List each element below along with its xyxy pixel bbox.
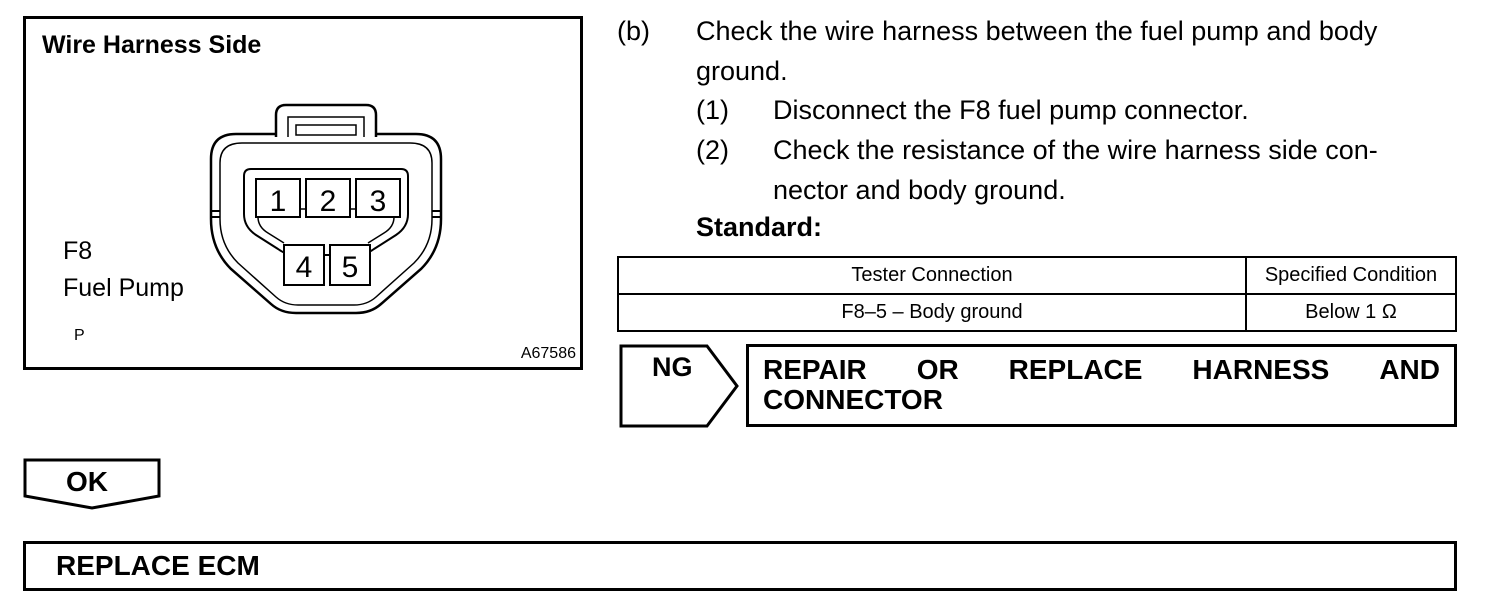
- pin-4: 4: [296, 251, 313, 284]
- ng-result-line2: CONNECTOR: [763, 384, 943, 415]
- final-action-box: REPLACE ECM: [23, 541, 1457, 591]
- ng-word: HARNESS: [1192, 354, 1330, 385]
- view-letter: P: [74, 327, 85, 344]
- ng-word: AND: [1379, 354, 1440, 385]
- spec-header-row: Tester Connection Specified Condition: [617, 256, 1457, 295]
- connector-name: F8 Fuel Pump: [63, 233, 184, 307]
- standard-label: Standard:: [696, 212, 823, 242]
- pin-2: 2: [320, 185, 337, 218]
- step-b-line1: Check the wire harness between the fuel …: [696, 16, 1378, 46]
- ng-word: REPAIR: [763, 354, 867, 385]
- ok-arrow-shape: [23, 458, 161, 510]
- pin-3: 3: [370, 185, 387, 218]
- header-tester-connection: Tester Connection: [617, 256, 1247, 295]
- ng-result-line1: REPAIR OR REPLACE HARNESS AND: [763, 355, 1440, 385]
- connector-diagram: Wire Harness Side 1 2 3 4 5 F8: [23, 16, 583, 370]
- final-action-text: REPLACE ECM: [56, 550, 260, 581]
- step-b-marker: (b): [617, 16, 650, 46]
- ng-word: REPLACE: [1008, 354, 1143, 385]
- connector-illustration: 1 2 3 4 5: [209, 103, 443, 315]
- step-2-line2: nector and body ground.: [773, 175, 1066, 205]
- ng-word: OR: [916, 354, 959, 385]
- spec-table: Tester Connection Specified Condition F8…: [617, 256, 1457, 332]
- pin-5: 5: [342, 251, 359, 284]
- cell-specified-condition: Below 1 Ω: [1245, 293, 1457, 332]
- step-2-marker: (2): [696, 135, 729, 165]
- step-1-marker: (1): [696, 95, 729, 125]
- figure-id: A67586: [520, 345, 576, 362]
- ok-label: OK: [66, 466, 108, 497]
- table-row: F8–5 – Body ground Below 1 Ω: [617, 293, 1457, 332]
- ng-label: NG: [652, 352, 693, 382]
- connector-id: F8: [63, 237, 93, 265]
- step-2-line1: Check the resistance of the wire harness…: [773, 135, 1378, 165]
- cell-tester-connection: F8–5 – Body ground: [617, 293, 1247, 332]
- connector-label: Fuel Pump: [63, 274, 184, 302]
- header-specified-condition: Specified Condition: [1245, 256, 1457, 295]
- diagram-title: Wire Harness Side: [42, 31, 262, 59]
- step-b-line2: ground.: [696, 56, 788, 86]
- ng-result-box: REPAIR OR REPLACE HARNESS AND CONNECTOR: [746, 344, 1457, 427]
- ng-arrow-shape: [619, 344, 739, 428]
- pin-1: 1: [270, 185, 287, 218]
- step-1-text: Disconnect the F8 fuel pump connector.: [773, 95, 1249, 125]
